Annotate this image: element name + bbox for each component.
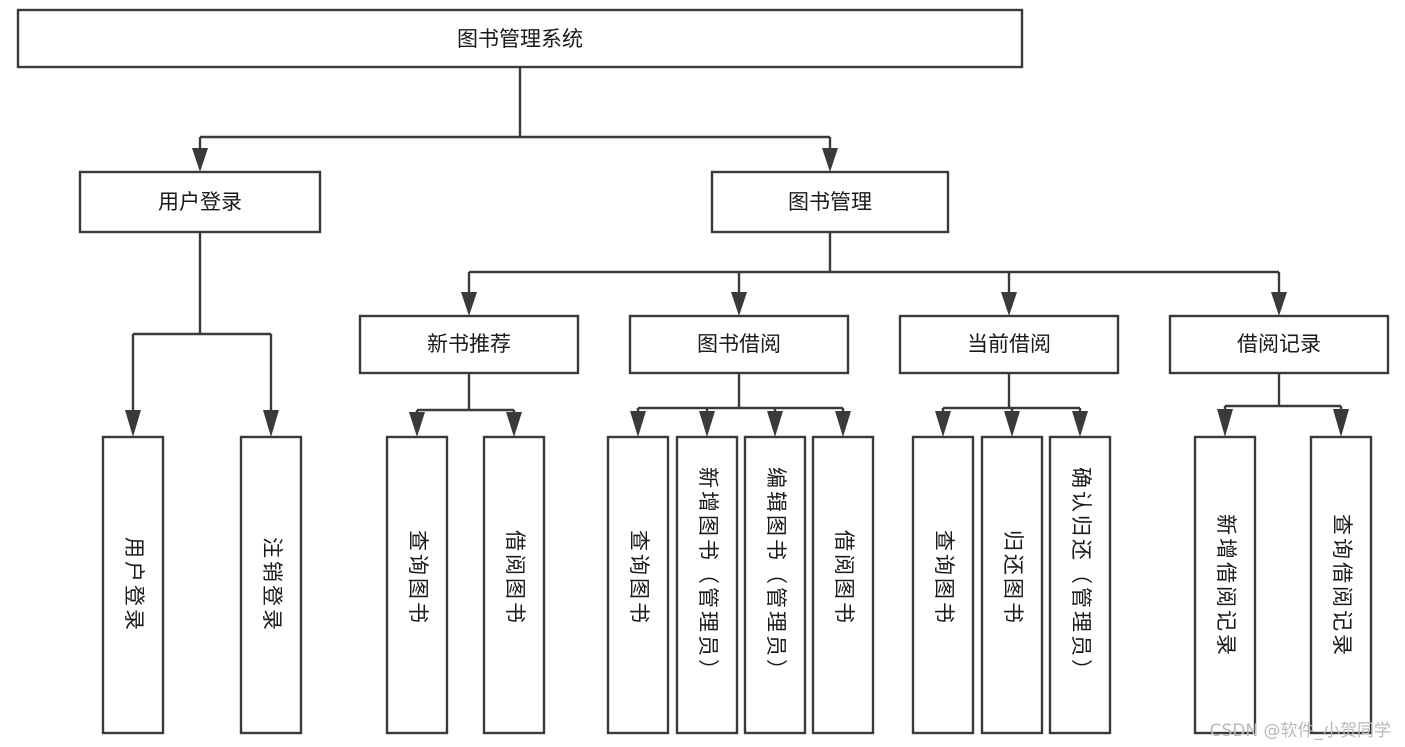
arrow-head-icon xyxy=(1001,292,1017,316)
arrow-head-icon xyxy=(630,411,646,437)
leaf-query-book-borrow[interactable]: 查询图书 xyxy=(606,435,670,735)
leaf-borrow-book-newbook-box[interactable] xyxy=(482,435,546,735)
leaf-user-login[interactable]: 用户登录 xyxy=(101,435,165,735)
leaf-logout-label: 注销登录 xyxy=(260,537,284,633)
node-current-borrow[interactable]: 当前借阅 xyxy=(898,314,1120,375)
arrow-head-icon xyxy=(192,148,208,172)
leaf-add-borrow-record-label: 新增借阅记录 xyxy=(1214,514,1238,658)
leaf-confirm-return[interactable]: 确认归还（管理员） xyxy=(1048,435,1112,735)
node-user-login-box[interactable] xyxy=(78,170,322,234)
leaf-borrow-book-newbook[interactable]: 借阅图书 xyxy=(482,435,546,735)
node-new-book-recommend-box[interactable] xyxy=(358,314,580,375)
node-root[interactable]: 图书管理系统 xyxy=(16,8,1024,69)
node-book-borrow-box[interactable] xyxy=(628,314,850,375)
leaf-confirm-return-label: 确认归还（管理员） xyxy=(1069,467,1093,683)
leaf-query-book-current-label: 查询图书 xyxy=(932,530,956,626)
node-root-box[interactable] xyxy=(16,8,1024,69)
leaf-logout-box[interactable] xyxy=(239,435,303,735)
leaf-edit-book-box[interactable] xyxy=(743,435,807,735)
leaf-add-book-box[interactable] xyxy=(675,435,739,735)
leaf-query-book-current[interactable]: 查询图书 xyxy=(911,435,975,735)
watermark-text: CSDN @软件_小贺同学 xyxy=(1209,721,1391,741)
arrow-head-icon xyxy=(1072,411,1088,437)
leaf-query-book-borrow-label: 查询图书 xyxy=(627,530,651,626)
leaf-edit-book[interactable]: 编辑图书（管理员） xyxy=(743,435,807,735)
leaf-query-book-newbook-label: 查询图书 xyxy=(406,530,430,626)
node-book-management-box[interactable] xyxy=(710,170,950,234)
leaf-add-borrow-record[interactable]: 新增借阅记录 xyxy=(1193,435,1257,735)
node-borrow-record[interactable]: 借阅记录 xyxy=(1168,314,1390,375)
node-current-borrow-label: 当前借阅 xyxy=(967,332,1051,356)
leaf-return-book-box[interactable] xyxy=(980,435,1044,735)
leaf-return-book[interactable]: 归还图书 xyxy=(980,435,1044,735)
arrow-head-icon xyxy=(506,412,522,437)
leaf-query-book-current-box[interactable] xyxy=(911,435,975,735)
node-user-login[interactable]: 用户登录 xyxy=(78,170,322,234)
arrow-head-icon xyxy=(822,148,838,172)
leaf-edit-book-label: 编辑图书（管理员） xyxy=(764,467,788,683)
arrow-head-icon xyxy=(1271,292,1287,316)
leaf-user-login-label: 用户登录 xyxy=(122,537,146,633)
leaf-add-book[interactable]: 新增图书（管理员） xyxy=(675,435,739,735)
leaf-borrow-book-borrow-box[interactable] xyxy=(811,435,875,735)
node-new-book-recommend-label: 新书推荐 xyxy=(427,332,511,356)
leaf-add-borrow-record-box[interactable] xyxy=(1193,435,1257,735)
node-book-management[interactable]: 图书管理 xyxy=(710,170,950,234)
node-book-management-label: 图书管理 xyxy=(788,190,872,214)
node-borrow-record-label: 借阅记录 xyxy=(1237,332,1321,356)
leaf-add-book-label: 新增图书（管理员） xyxy=(696,467,720,683)
arrow-head-icon xyxy=(935,411,951,437)
arrow-head-icon xyxy=(409,412,425,437)
node-new-book-recommend[interactable]: 新书推荐 xyxy=(358,314,580,375)
node-user-login-label: 用户登录 xyxy=(158,190,242,214)
node-root-label: 图书管理系统 xyxy=(457,27,583,51)
leaf-borrow-book-newbook-label: 借阅图书 xyxy=(503,530,527,626)
arrow-head-icon xyxy=(767,411,783,437)
arrow-head-icon xyxy=(699,411,715,437)
leaf-query-borrow-record-box[interactable] xyxy=(1309,435,1373,735)
leaf-user-login-box[interactable] xyxy=(101,435,165,735)
node-book-borrow[interactable]: 图书借阅 xyxy=(628,314,850,375)
node-borrow-record-box[interactable] xyxy=(1168,314,1390,375)
node-current-borrow-box[interactable] xyxy=(898,314,1120,375)
arrow-head-icon xyxy=(461,292,477,316)
arrow-head-icon xyxy=(1333,409,1349,437)
arrow-head-icon xyxy=(263,410,279,437)
arrow-head-icon xyxy=(1217,409,1233,437)
arrow-head-icon xyxy=(1004,411,1020,437)
leaf-query-book-borrow-box[interactable] xyxy=(606,435,670,735)
leaf-borrow-book-borrow-label: 借阅图书 xyxy=(832,530,856,626)
arrow-head-icon xyxy=(835,411,851,437)
leaf-borrow-book-borrow[interactable]: 借阅图书 xyxy=(811,435,875,735)
connector-layer xyxy=(125,67,1349,437)
leaf-query-borrow-record[interactable]: 查询借阅记录 xyxy=(1309,435,1373,735)
leaf-query-borrow-record-label: 查询借阅记录 xyxy=(1330,514,1354,658)
leaf-query-book-newbook-box[interactable] xyxy=(385,435,449,735)
arrow-head-icon xyxy=(731,292,747,316)
leaf-logout[interactable]: 注销登录 xyxy=(239,435,303,735)
leaf-query-book-newbook[interactable]: 查询图书 xyxy=(385,435,449,735)
leaf-return-book-label: 归还图书 xyxy=(1001,530,1025,626)
arrow-head-icon xyxy=(125,410,141,437)
node-book-borrow-label: 图书借阅 xyxy=(697,332,781,356)
leaf-confirm-return-box[interactable] xyxy=(1048,435,1112,735)
